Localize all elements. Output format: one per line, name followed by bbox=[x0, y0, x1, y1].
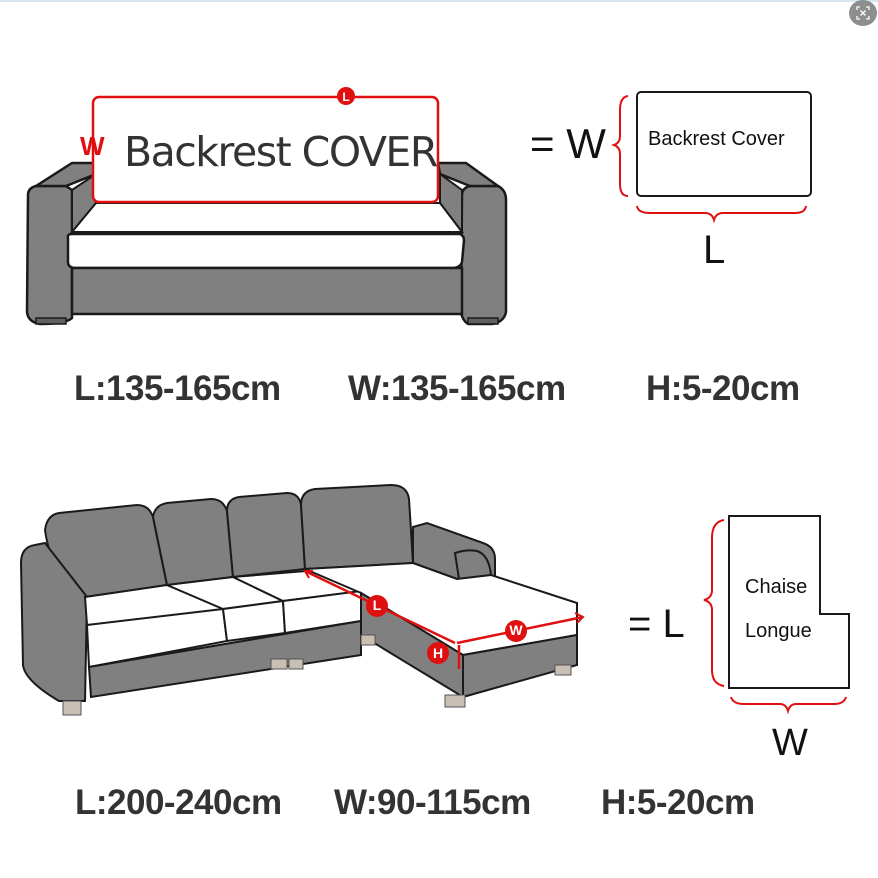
backrest-cover-outline bbox=[91, 95, 440, 204]
svg-text:L: L bbox=[342, 90, 349, 104]
top-border bbox=[0, 0, 878, 2]
chaise-length-dimension: L:200-240cm bbox=[75, 783, 282, 822]
sofa-base bbox=[70, 266, 464, 316]
chaise-width-dimension: W:90-115cm bbox=[334, 783, 531, 822]
backrest-cover-label: Backrest COVER bbox=[124, 128, 438, 176]
chaise-height-dimension: H:5-20cm bbox=[601, 783, 755, 822]
chaise-width-brace bbox=[730, 696, 847, 715]
backrest-length-dimension: L:135-165cm bbox=[74, 369, 281, 408]
expand-collapse-icon bbox=[856, 6, 870, 20]
chaise-box-line1: Chaise bbox=[745, 576, 808, 598]
chaise-box-line2: Longue bbox=[745, 620, 812, 642]
equals-l-label: = L bbox=[628, 602, 685, 646]
backrest-height-dimension: H:5-20cm bbox=[646, 369, 800, 408]
length-marker bbox=[337, 87, 355, 105]
backrest-cover-box bbox=[636, 91, 812, 197]
chaise-longue-box bbox=[728, 515, 850, 689]
chaise-height-marker: H bbox=[433, 645, 443, 661]
width-brace bbox=[610, 95, 629, 197]
equals-w-label: = W bbox=[530, 120, 606, 167]
length-brace bbox=[636, 205, 807, 224]
chaise-width-marker: W bbox=[509, 622, 523, 638]
backrest-width-dimension: W:135-165cm bbox=[348, 369, 566, 408]
chaise-length-brace bbox=[703, 519, 725, 687]
backrest-box-label: Backrest Cover bbox=[648, 128, 785, 150]
seat-cushion bbox=[66, 232, 466, 270]
backrest-sofa-illustration: L bbox=[25, 87, 812, 326]
image-expand-button[interactable] bbox=[849, 0, 877, 26]
left-armrest bbox=[25, 184, 74, 326]
chaise-length-marker: L bbox=[373, 597, 382, 613]
chaise-bottom-w-label: W bbox=[772, 722, 808, 764]
chaise-sofa-illustration: L W H bbox=[19, 483, 850, 716]
backrest-bottom-l-label: L bbox=[703, 228, 726, 272]
width-marker: W bbox=[80, 131, 105, 161]
right-armrest bbox=[459, 184, 508, 326]
